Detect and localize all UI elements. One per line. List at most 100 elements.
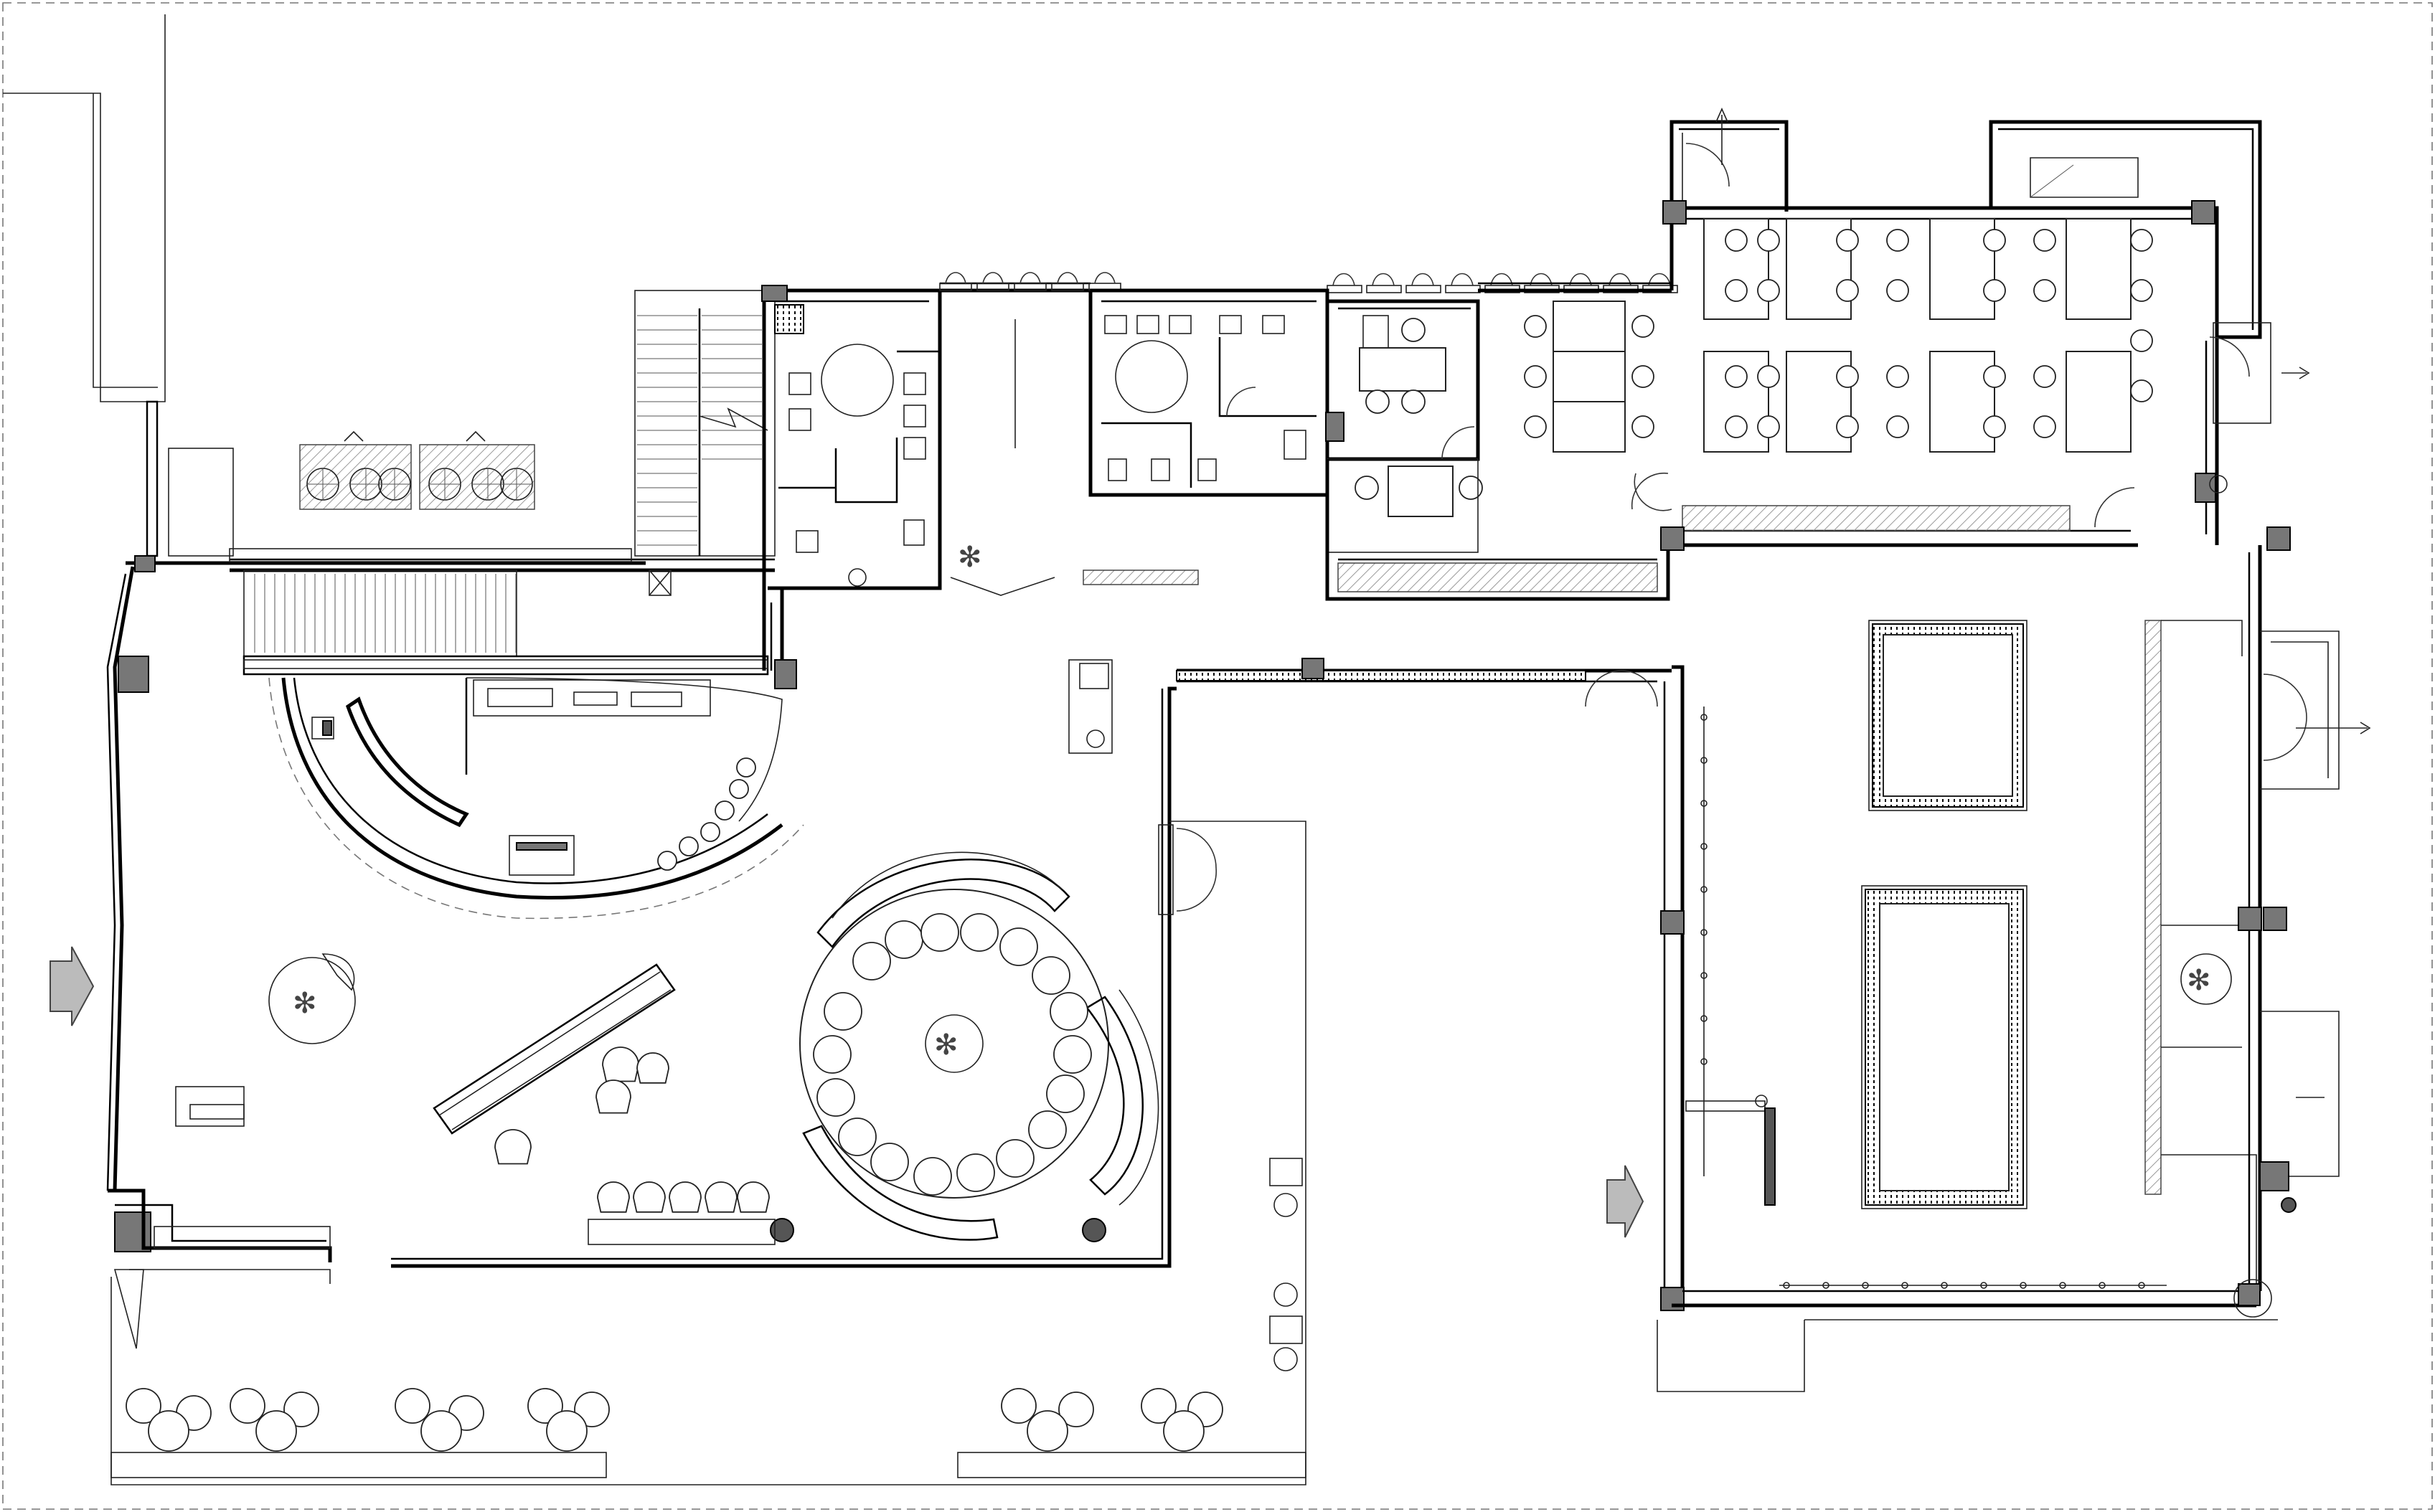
chair <box>1058 1391 1094 1427</box>
light-fixture <box>2020 1282 2027 1289</box>
chair <box>729 779 749 799</box>
desk <box>1553 401 1626 453</box>
glazing-pivot <box>1094 272 1116 284</box>
chair <box>420 1410 462 1452</box>
plant-icon: ✻ <box>934 1029 959 1062</box>
chair <box>283 1391 319 1427</box>
chair <box>1725 365 1748 388</box>
light-fixture <box>1822 1282 1829 1289</box>
chair <box>679 836 699 856</box>
chair <box>2130 379 2153 402</box>
chair <box>1524 415 1547 438</box>
desk <box>1553 351 1626 402</box>
chair <box>700 822 720 842</box>
west-lounge <box>50 555 1177 1349</box>
chair <box>705 1181 738 1213</box>
light-fixture <box>1901 1282 1908 1289</box>
glazing-panel <box>976 283 1009 291</box>
north-east-office <box>1634 108 2310 551</box>
glazing-panel <box>1051 283 1084 291</box>
lounge-furniture: ✻ <box>154 953 776 1249</box>
chair <box>595 1079 631 1114</box>
chair <box>1001 1388 1037 1424</box>
chair <box>920 913 959 952</box>
glazing-pivot <box>1490 273 1513 286</box>
chair <box>1836 365 1859 388</box>
chair <box>2033 229 2056 252</box>
round-dining: ✻ <box>770 851 1159 1242</box>
chair <box>816 1078 855 1117</box>
desk <box>2066 218 2132 320</box>
chair <box>1757 415 1780 438</box>
glazing-pivot <box>945 272 966 284</box>
entrance-arrow-icon <box>1606 1165 1644 1238</box>
chair <box>1757 279 1780 302</box>
chair <box>999 927 1038 966</box>
chair <box>1886 229 1909 252</box>
chair <box>1983 365 2006 388</box>
light-fixture <box>1700 929 1708 936</box>
restroom-block-1 <box>761 285 942 689</box>
left-exterior <box>3 14 234 557</box>
chair <box>1053 1035 1092 1074</box>
chair <box>1983 229 2006 252</box>
stair-and-bar <box>230 558 804 920</box>
light-fixture <box>1700 1058 1708 1065</box>
meeting-room <box>1325 299 1483 553</box>
chair <box>1836 415 1859 438</box>
chair <box>1524 365 1547 388</box>
chair <box>1836 229 1859 252</box>
light-fixture <box>2059 1282 2066 1289</box>
chair <box>255 1410 297 1452</box>
glazing-pivot <box>1057 272 1078 284</box>
chair <box>2033 279 2056 302</box>
chair <box>1032 956 1070 995</box>
chair <box>1983 279 2006 302</box>
glazing-panel <box>939 283 972 291</box>
chair <box>1725 415 1748 438</box>
chair <box>2130 329 2153 352</box>
glazing-pivot <box>982 272 1004 284</box>
light-fixture <box>1700 800 1708 807</box>
desk <box>1929 218 1995 320</box>
light-fixture <box>1783 1282 1790 1289</box>
glazing-panel <box>1445 285 1481 293</box>
chair <box>574 1391 610 1427</box>
chair <box>1028 1110 1067 1149</box>
chair <box>996 1139 1035 1178</box>
chair <box>852 942 891 981</box>
chair <box>1631 365 1654 388</box>
chair <box>956 1153 995 1192</box>
light-fixture <box>1700 972 1708 979</box>
chair <box>2130 229 2153 252</box>
chair <box>230 1388 265 1424</box>
chair <box>1365 389 1390 414</box>
entrance-arrow-icon <box>50 946 95 1026</box>
chair <box>715 800 735 821</box>
open-office-center <box>1325 282 1672 601</box>
chair <box>1524 315 1547 338</box>
chair <box>636 1052 669 1084</box>
light-fixture <box>2099 1282 2106 1289</box>
chair <box>546 1410 588 1452</box>
desk <box>2066 351 2132 453</box>
chair <box>1401 389 1426 414</box>
glazing-pivot <box>1530 273 1553 286</box>
chair <box>395 1388 430 1424</box>
chair <box>1725 229 1748 252</box>
glazing-panel <box>1366 285 1402 293</box>
light-fixture <box>1700 714 1708 721</box>
glazing-pivot <box>1019 272 1041 284</box>
chair <box>602 1046 639 1082</box>
chair <box>824 992 862 1031</box>
chair <box>1459 476 1483 500</box>
south-terrace <box>110 821 1306 1485</box>
glazing-pivot <box>1451 273 1474 286</box>
chair <box>633 1181 666 1213</box>
chair <box>1027 1410 1068 1452</box>
chair <box>657 851 677 871</box>
exit-stair <box>634 290 776 596</box>
chair <box>1631 415 1654 438</box>
restroom-block-2 <box>1088 288 1329 497</box>
